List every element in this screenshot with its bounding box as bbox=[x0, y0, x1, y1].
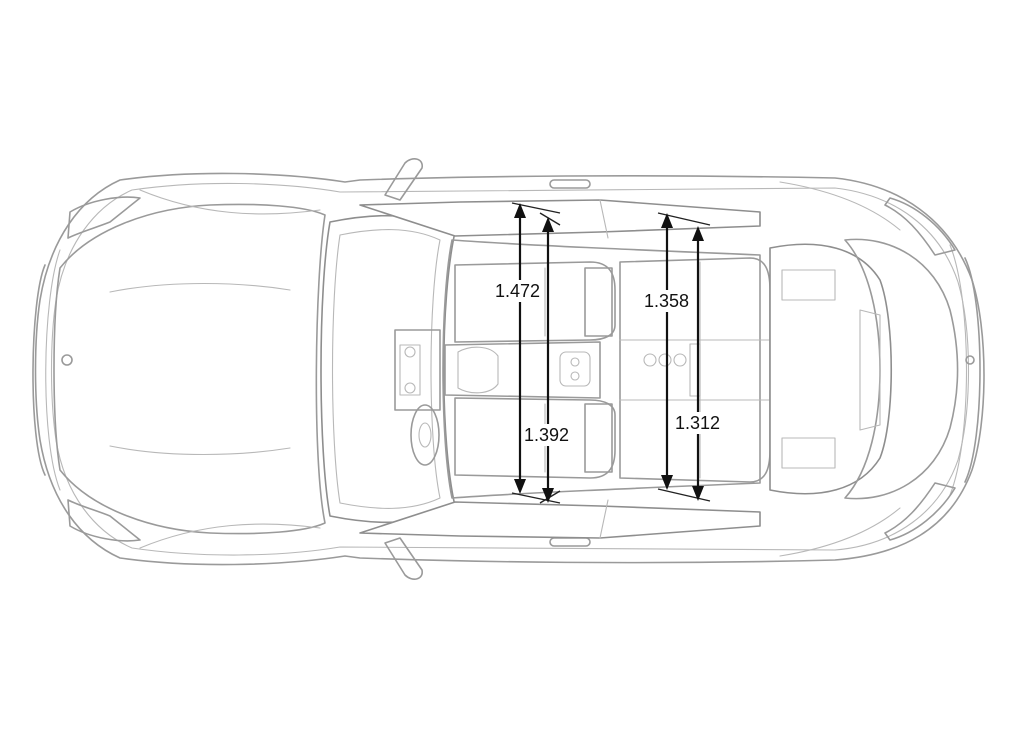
label-front-hip-room: 1.392 bbox=[522, 424, 572, 446]
label-rear-shoulder-room: 1.358 bbox=[642, 290, 692, 312]
dimension-rear-hip bbox=[692, 226, 704, 501]
windshield bbox=[320, 214, 456, 524]
left-mirror bbox=[384, 158, 423, 201]
label-rear-hip-room: 1.312 bbox=[673, 412, 723, 434]
rear-window bbox=[769, 243, 893, 495]
brand-emblem bbox=[61, 354, 73, 366]
side-windows-top bbox=[359, 199, 761, 237]
dimension-front-shoulder bbox=[511, 202, 561, 504]
front-seat-left bbox=[454, 261, 616, 343]
dimension-rear-shoulder bbox=[657, 212, 711, 502]
front-seat-right bbox=[454, 397, 616, 479]
cabin-outline bbox=[442, 239, 761, 499]
right-mirror bbox=[384, 537, 423, 580]
dimension-front-hip bbox=[539, 212, 561, 504]
steering-wheel bbox=[410, 404, 440, 466]
car-body-outline bbox=[34, 172, 985, 566]
label-front-shoulder-room: 1.472 bbox=[493, 280, 543, 302]
side-windows-bottom bbox=[359, 501, 761, 539]
hood-outline bbox=[53, 203, 326, 535]
